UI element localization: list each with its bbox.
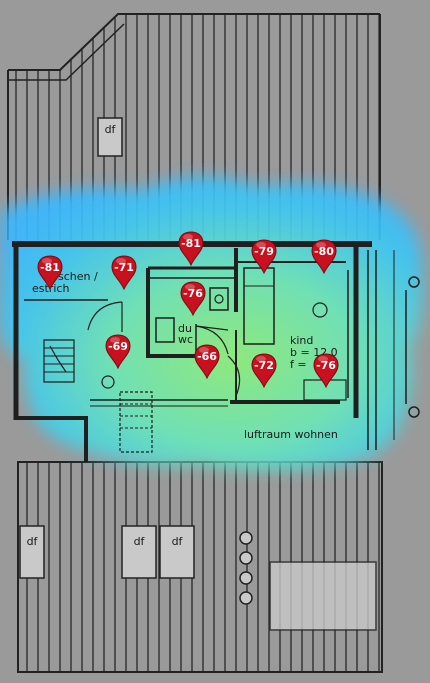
- pin-value: -81: [181, 237, 201, 250]
- pin-value: -81: [40, 261, 60, 274]
- pin-value: -71: [114, 261, 134, 274]
- pin-value: -79: [254, 245, 274, 258]
- signal-pins: -81 -71 -81 -79 -80 -76 -69 -66 -72 -76: [37, 231, 339, 389]
- pin-value: -76: [183, 287, 203, 300]
- signal-pin[interactable]: -76: [313, 353, 339, 389]
- pin-marker-icon: [37, 255, 63, 291]
- signal-pin[interactable]: -71: [111, 255, 137, 291]
- pin-marker-icon: [251, 239, 277, 275]
- label-luftraum: luftraum wohnen: [244, 428, 338, 441]
- label-room-a-line1: schen /: [58, 270, 98, 283]
- label-room-size-f: f =: [290, 358, 307, 371]
- label-df-bl: df: [27, 535, 39, 548]
- label-df-top: df: [105, 123, 117, 136]
- pin-value: -69: [108, 340, 128, 353]
- signal-pin[interactable]: -66: [194, 344, 220, 380]
- pin-marker-icon: [313, 353, 339, 389]
- signal-pin[interactable]: -72: [251, 353, 277, 389]
- dormer-top: [97, 117, 123, 157]
- pin-marker-icon: [105, 334, 131, 370]
- label-df-bm2: df: [172, 535, 184, 548]
- signal-pin[interactable]: -80: [311, 239, 337, 275]
- pin-marker-icon: [251, 353, 277, 389]
- pin-marker-icon: [194, 344, 220, 380]
- heatmap-overlay: [0, 176, 423, 471]
- signal-pin[interactable]: -69: [105, 334, 131, 370]
- room-labels: df schen / estrich du wc kind b = 12.0 f…: [27, 123, 338, 548]
- skylights: [239, 531, 253, 605]
- signal-pin[interactable]: -81: [178, 231, 204, 267]
- label-kind: kind: [290, 334, 313, 347]
- roof-bottom: [17, 461, 383, 673]
- signal-pin[interactable]: -76: [180, 281, 206, 317]
- label-df-bm1: df: [134, 535, 146, 548]
- pin-marker-icon: [311, 239, 337, 275]
- signal-pin[interactable]: -81: [37, 255, 63, 291]
- dormer-bm1: [121, 525, 157, 579]
- label-du: du: [178, 322, 192, 335]
- pin-value: -76: [316, 359, 336, 372]
- pin-marker-icon: [180, 281, 206, 317]
- pin-marker-icon: [178, 231, 204, 267]
- pin-value: -80: [314, 245, 334, 258]
- pin-value: -72: [254, 359, 274, 372]
- pin-value: -66: [197, 350, 217, 363]
- signal-pin[interactable]: -79: [251, 239, 277, 275]
- label-wc: wc: [178, 333, 193, 346]
- dormer-bl: [19, 525, 45, 579]
- dormer-bm2: [159, 525, 195, 579]
- pin-marker-icon: [111, 255, 137, 291]
